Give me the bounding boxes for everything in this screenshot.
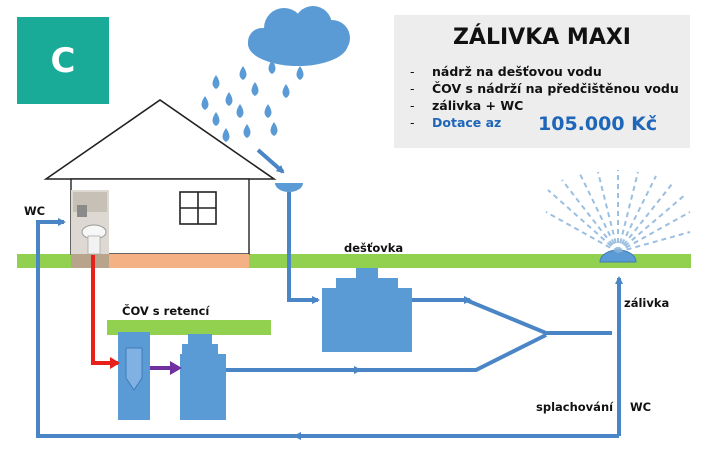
window-icon xyxy=(179,191,217,225)
waste-pipe xyxy=(91,255,118,365)
label-wc-line: WC xyxy=(630,400,652,414)
sprinkler-icon xyxy=(545,170,691,263)
label-irrigation: zálivka xyxy=(624,296,670,310)
list-item: -nádrž na dešťovou vodu xyxy=(410,64,602,79)
raindrop-icon xyxy=(270,122,278,136)
label-rain-tank: dešťovka xyxy=(344,241,404,255)
subsidy-label: Dotace az xyxy=(432,115,502,130)
raindrop-icon xyxy=(225,92,233,106)
raindrop-icon xyxy=(251,82,259,96)
raindrop-icon xyxy=(268,60,276,74)
raindrop-icon xyxy=(236,104,244,118)
info-title: ZÁLIVKA MAXI xyxy=(452,25,631,50)
option-badge: C xyxy=(17,17,109,104)
raindrop-icon xyxy=(282,84,290,98)
badge-letter: C xyxy=(50,40,76,81)
feature-list: -nádrž na dešťovou vodu -ČOV s nádrží na… xyxy=(410,63,679,131)
raindrop-icon xyxy=(243,124,251,138)
toilet-icon xyxy=(71,190,109,268)
subsidy-amount: 105.000 Kč xyxy=(538,113,658,135)
treatment-plant xyxy=(118,332,226,420)
label-treatment-plant: ČOV s retencí xyxy=(122,304,210,318)
cov-slab xyxy=(107,320,271,335)
raindrop-icon xyxy=(239,66,247,80)
raindrops xyxy=(201,60,304,142)
label-wc-house: WC xyxy=(24,204,46,218)
downspout-pipe xyxy=(287,192,320,304)
rain-tank-outflow xyxy=(412,296,612,335)
list-item: -zálivka + WC xyxy=(410,98,524,113)
raindrop-icon xyxy=(201,96,209,110)
list-item-label: nádrž na dešťovou vodu xyxy=(432,64,602,79)
raindrop-icon xyxy=(264,104,272,118)
raindrop-icon xyxy=(222,128,230,142)
raindrop-icon xyxy=(212,75,220,89)
list-item-label: ČOV s nádrží na předčištěnou vodu xyxy=(432,81,679,96)
wc-return-pipe xyxy=(36,218,619,440)
rainwater-tank xyxy=(322,268,412,352)
rain-cloud-icon xyxy=(248,6,350,66)
raindrop-icon xyxy=(212,112,220,126)
label-flushing: splachování xyxy=(536,400,614,414)
list-item-label: zálivka + WC xyxy=(432,98,524,113)
rain-gutter xyxy=(256,148,303,192)
raindrop-icon xyxy=(296,66,304,80)
treated-outflow xyxy=(226,333,547,374)
list-item: -ČOV s nádrží na předčištěnou vodu xyxy=(410,81,679,96)
info-box: ZÁLIVKA MAXI -nádrž na dešťovou vodu -ČO… xyxy=(394,15,690,148)
subsidy-item: -Dotace az xyxy=(410,115,502,130)
